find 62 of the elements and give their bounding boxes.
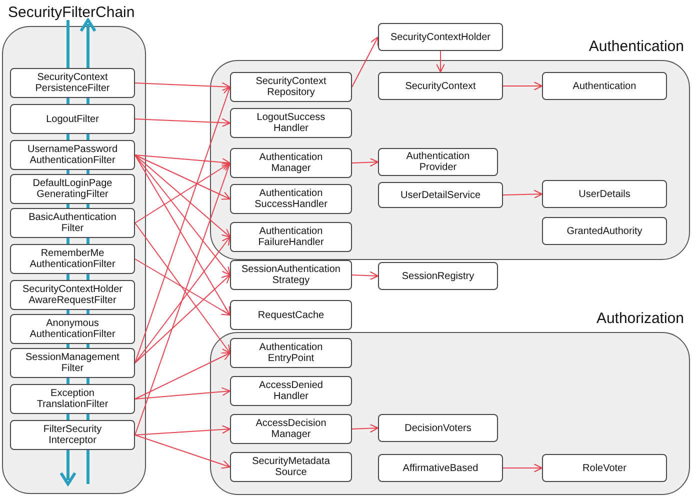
class-box: LogoutFilter bbox=[10, 104, 135, 134]
class-box: Authentication FailureHandler bbox=[230, 222, 352, 252]
class-box: SecurityContext bbox=[378, 72, 503, 100]
class-box: SessionRegistry bbox=[378, 262, 498, 290]
arrow bbox=[134, 222, 231, 354]
class-box: RememberMe AuthenticationFilter bbox=[10, 244, 135, 274]
arrow bbox=[134, 434, 231, 469]
class-box: RoleVoter bbox=[542, 454, 667, 482]
arrow bbox=[134, 154, 231, 276]
class-box: Authentication bbox=[542, 72, 667, 100]
class-box: Anonymous AuthenticationFilter bbox=[10, 314, 135, 344]
arrow bbox=[134, 162, 231, 224]
arrow bbox=[134, 274, 231, 364]
arrow bbox=[134, 425, 231, 436]
class-box: Authentication Provider bbox=[378, 148, 498, 176]
class-box: SecurityContextHolder AwareRequestFilter bbox=[10, 280, 135, 310]
class-box: AffirmativeBased bbox=[378, 454, 503, 482]
arrow bbox=[134, 86, 232, 364]
arrow bbox=[352, 36, 379, 88]
class-box: UserDetails bbox=[542, 180, 667, 208]
arrow bbox=[134, 154, 231, 316]
arrow bbox=[352, 271, 379, 280]
class-box: Authentication EntryPoint bbox=[230, 338, 352, 368]
arrow bbox=[134, 352, 231, 400]
arrow bbox=[134, 118, 231, 128]
arrow bbox=[134, 387, 231, 400]
arrow bbox=[352, 424, 379, 433]
group-heading: SecurityFilterChain bbox=[8, 4, 135, 21]
class-box: AccessDenied Handler bbox=[230, 376, 352, 406]
arrow bbox=[502, 463, 543, 473]
class-box: LogoutSuccess Handler bbox=[230, 108, 352, 138]
arrow bbox=[134, 258, 231, 316]
class-box: SecurityContextHolder bbox=[378, 23, 503, 51]
class-box: RequestCache bbox=[230, 300, 352, 330]
class-box: SessionAuthentication Strategy bbox=[230, 260, 352, 290]
group-heading: Authorization bbox=[596, 310, 684, 327]
class-box: FilterSecurity Interceptor bbox=[10, 420, 135, 450]
class-box: Exception TranslationFilter bbox=[10, 384, 135, 414]
class-box: DecisionVoters bbox=[378, 414, 498, 442]
class-box: Authentication Manager bbox=[230, 148, 352, 178]
class-box: AccessDecision Manager bbox=[230, 414, 352, 444]
arrow bbox=[134, 162, 232, 436]
class-box: GrantedAuthority bbox=[542, 217, 667, 245]
class-box: SessionManagement Filter bbox=[10, 348, 135, 378]
class-box: SecurityContext Repository bbox=[230, 72, 352, 102]
arrow bbox=[134, 82, 231, 92]
class-box: SecurityMetadata Source bbox=[230, 452, 352, 482]
class-box: UsernamePassword AuthenticationFilter bbox=[10, 140, 135, 170]
class-box: UserDetailService bbox=[378, 182, 503, 208]
class-box: Authentication SuccessHandler bbox=[230, 184, 352, 214]
arrow bbox=[436, 50, 446, 73]
arrow bbox=[502, 190, 543, 199]
arrow bbox=[502, 81, 543, 91]
class-box: BasicAuthentication Filter bbox=[10, 208, 135, 238]
arrow bbox=[134, 154, 231, 238]
arrow bbox=[134, 236, 231, 364]
group-heading: Authentication bbox=[588, 38, 684, 55]
class-box: SecurityContext PersistenceFilter bbox=[10, 68, 135, 98]
arrow bbox=[352, 158, 379, 167]
class-box: DefaultLoginPage GeneratingFilter bbox=[10, 174, 135, 204]
arrow bbox=[134, 154, 231, 167]
arrow bbox=[134, 154, 231, 200]
